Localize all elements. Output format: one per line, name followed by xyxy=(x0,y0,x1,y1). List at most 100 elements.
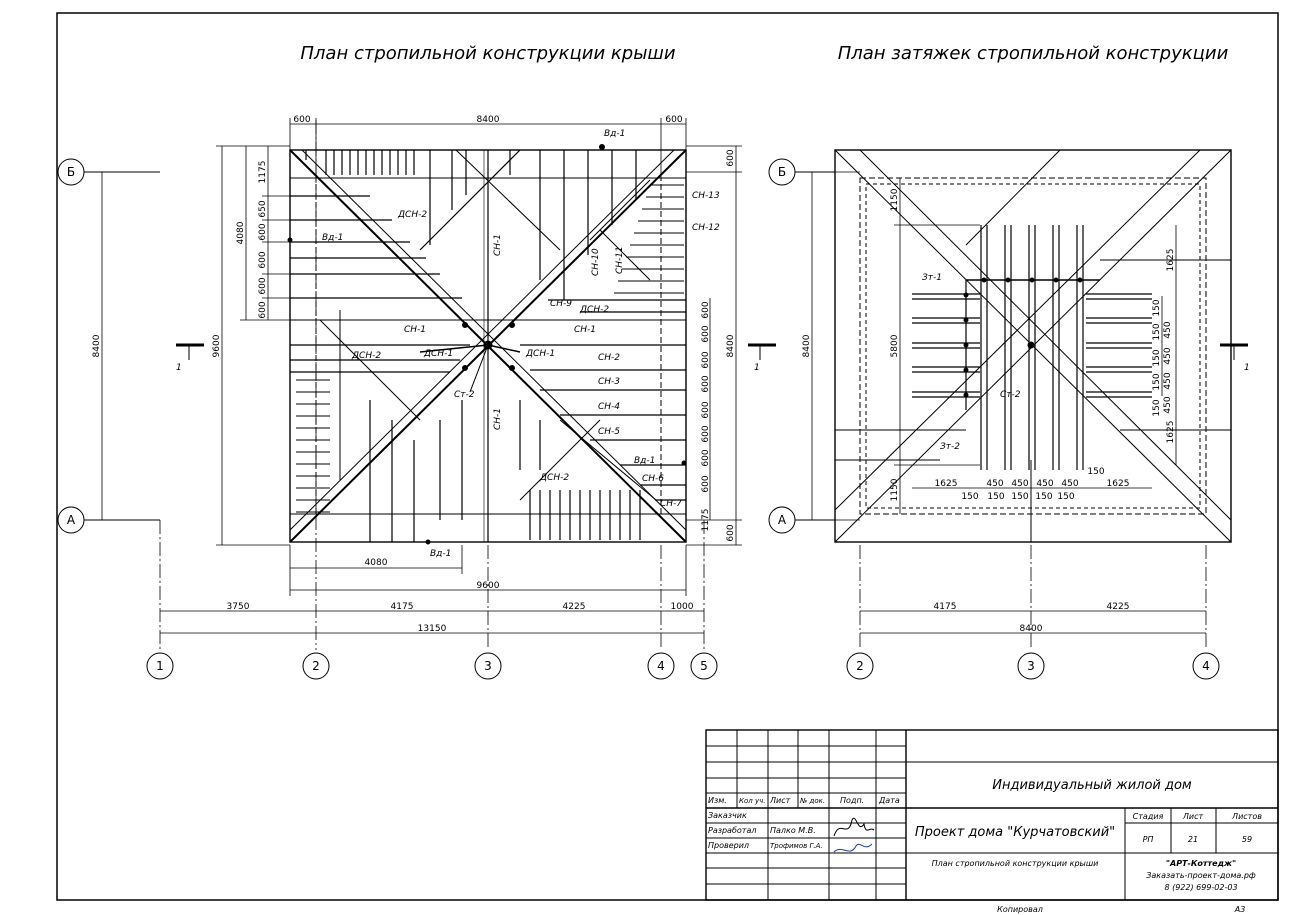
axis-4: 4 xyxy=(657,659,665,673)
dim-right-top-600: 600 xyxy=(726,149,736,166)
dim-axis-4175: 4175 xyxy=(391,602,414,612)
dim-5800: 5800 xyxy=(890,334,900,357)
dim-h-150-1: 150 xyxy=(961,492,978,502)
right-plan-labels: 8400 5800 1150 1150 1625 1625 150 450 15… xyxy=(802,188,1250,634)
dim-step-600-b: 600 xyxy=(258,251,268,268)
axis-2: 2 xyxy=(312,659,320,673)
tb-head-doc: № док. xyxy=(799,797,825,805)
dim-h-450-4: 450 xyxy=(1061,479,1078,489)
left-plan-title: План стропильной конструкции крыши xyxy=(300,43,675,64)
axis-4-right: 4 xyxy=(1202,659,1210,673)
axis-bubbles xyxy=(57,158,1220,680)
dim-v-step-2: 450 xyxy=(1163,321,1173,338)
dim-axis-3750: 3750 xyxy=(227,602,250,612)
dim-h-150-2: 150 xyxy=(987,492,1004,502)
tb-org-phone: 8 (922) 699-02-03 xyxy=(1164,883,1237,892)
dim-4080-v: 4080 xyxy=(236,221,246,244)
tb-head-podp: Подп. xyxy=(840,796,864,805)
axis-3: 3 xyxy=(484,659,492,673)
dim-v-step-3: 150 xyxy=(1152,323,1162,340)
dim-right-step-2: 600 xyxy=(701,325,711,342)
label-zt1: Зт-1 xyxy=(922,273,942,283)
label-vd1-bottom: Вд-1 xyxy=(430,549,451,559)
dim-right-8400: 8400 xyxy=(726,334,736,357)
dim-right-step-7: 600 xyxy=(701,449,711,466)
label-sn12: СН-12 xyxy=(692,223,720,233)
axis-2-right: 2 xyxy=(856,659,864,673)
label-dsn2-b: ДСН-2 xyxy=(579,305,609,315)
label-dsn2-a: ДСН-2 xyxy=(397,210,427,220)
dim-axis-1000: 1000 xyxy=(671,602,694,612)
tb-head-list: Лист xyxy=(769,796,791,805)
tb-sheets-head: Листов xyxy=(1231,812,1262,821)
dim-h-1625-right: 1625 xyxy=(1107,479,1130,489)
dim-right-step-5: 600 xyxy=(701,401,711,418)
dim-1150-bottom: 1150 xyxy=(890,478,900,501)
label-sn2: СН-2 xyxy=(598,353,620,363)
footer-copied: Копировал xyxy=(997,905,1043,914)
label-dsn1-a: ДСН-1 xyxy=(423,349,453,359)
label-sn7: СН-7 xyxy=(660,499,682,509)
footer-format: А3 xyxy=(1234,905,1246,914)
label-zt2: Зт-2 xyxy=(940,442,960,452)
dim-h-450-3: 450 xyxy=(1036,479,1053,489)
tb-sheet-title: План стропильной конструкции крыши xyxy=(932,859,1099,868)
dim-v-step-1: 150 xyxy=(1152,299,1162,316)
dim-right-axis-4175: 4175 xyxy=(934,602,957,612)
section-mark-left-b: 1 xyxy=(754,363,760,373)
right-plan-title: План затяжек стропильной конструкции xyxy=(838,43,1229,64)
tb-building: Индивидуальный жилой дом xyxy=(992,778,1192,793)
tb-role-1: Заказчик xyxy=(708,811,747,820)
dim-right-1175: 1175 xyxy=(701,509,711,532)
dim-h-450-1: 450 xyxy=(986,479,1003,489)
label-sn13: СН-13 xyxy=(692,191,720,201)
tb-org-site: Заказать-проект-дома.рф xyxy=(1146,871,1256,880)
dim-v-step-4: 450 xyxy=(1163,347,1173,364)
tb-name-3: Трофимов Г.А. xyxy=(770,842,823,850)
dim-outer-8400: 8400 xyxy=(92,334,102,357)
dim-right-axis-8400: 8400 xyxy=(1020,624,1043,634)
dim-9600-v: 9600 xyxy=(212,334,222,357)
left-plan-labels: 600 8400 600 8400 9600 4080 1175 650 600… xyxy=(92,115,760,634)
tb-sheet-value: 21 xyxy=(1188,835,1198,844)
tb-head-kol: Кол уч. xyxy=(739,797,765,805)
dim-axis-4225: 4225 xyxy=(563,602,586,612)
axis-3-right: 3 xyxy=(1027,659,1035,673)
dim-axis-13150: 13150 xyxy=(418,624,447,634)
dim-h-450-2: 450 xyxy=(1011,479,1028,489)
label-sn11: СН-11 xyxy=(615,246,625,274)
dim-right-step-1: 600 xyxy=(701,301,711,318)
dim-right-step-3: 600 xyxy=(701,351,711,368)
dim-right-plan-8400: 8400 xyxy=(802,334,812,357)
dim-v-step-7: 150 xyxy=(1152,373,1162,390)
label-sn1-a: СН-1 xyxy=(404,325,426,335)
tb-head-izm: Изм. xyxy=(708,796,727,805)
label-sn1-d: СН-1 xyxy=(493,408,503,430)
dim-1625-top: 1625 xyxy=(1166,249,1176,272)
section-mark-right: 1 xyxy=(1244,363,1250,373)
dim-top-8400: 8400 xyxy=(477,115,500,125)
axis-a-right: А xyxy=(778,513,787,527)
tb-project: Проект дома "Курчатовский" xyxy=(915,825,1115,840)
label-dsn2-d: ДСН-2 xyxy=(539,473,569,483)
rafter-plan xyxy=(96,118,776,650)
dim-h-150-5: 150 xyxy=(1057,492,1074,502)
label-sn6: СН-6 xyxy=(642,474,664,484)
axis-b-right: Б xyxy=(778,165,786,179)
dim-step-600-a: 600 xyxy=(258,223,268,240)
dim-bottom-9600: 9600 xyxy=(477,581,500,591)
tb-name-2: Палко М.В. xyxy=(770,826,816,835)
label-sn1-b: СН-1 xyxy=(574,325,596,335)
tb-role-3: Проверил xyxy=(708,841,749,850)
axis-1: 1 xyxy=(156,659,164,673)
dim-top-left-overhang: 600 xyxy=(293,115,310,125)
label-sn4: СН-4 xyxy=(598,402,620,412)
dim-v-step-5: 150 xyxy=(1152,349,1162,366)
tb-role-2: Разработал xyxy=(708,826,756,835)
label-sn3: СН-3 xyxy=(598,377,620,387)
dim-top-right-overhang: 600 xyxy=(665,115,682,125)
axis-a-left: А xyxy=(67,513,76,527)
dim-right-bottom-600: 600 xyxy=(726,524,736,541)
label-vd1-top: Вд-1 xyxy=(604,129,625,139)
